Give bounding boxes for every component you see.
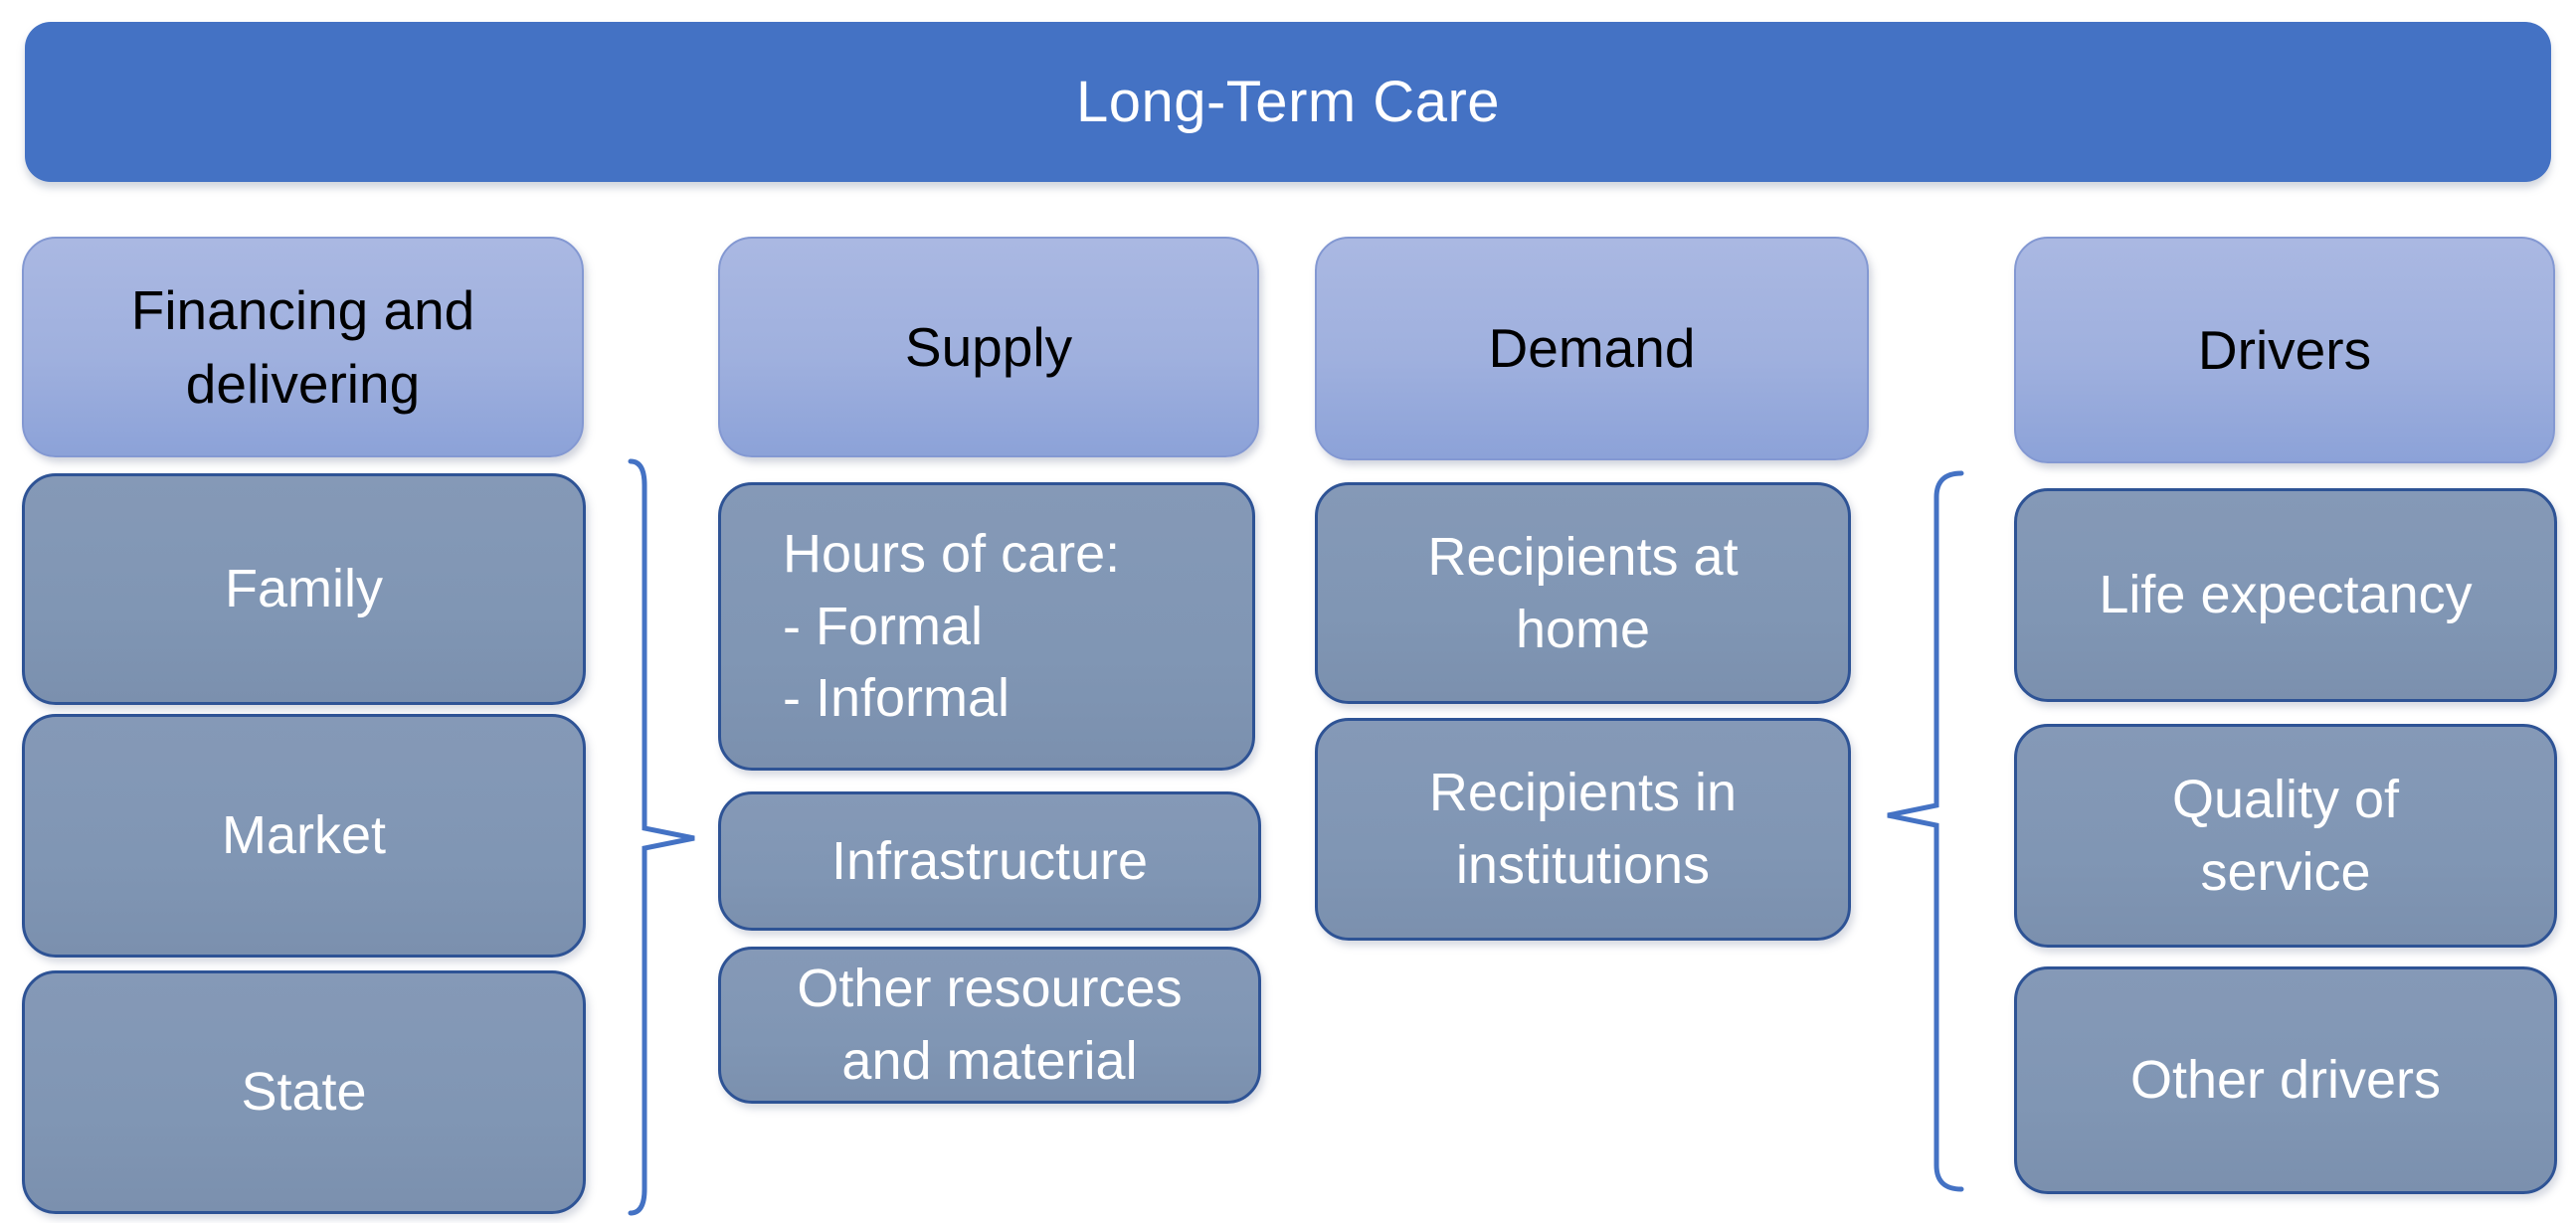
box-quality-of-service: Quality of service bbox=[2014, 724, 2557, 948]
header-label: Financing and bbox=[130, 278, 475, 341]
box-label: Other resources bbox=[797, 959, 1183, 1019]
brace-financing-to-supply bbox=[628, 458, 695, 1216]
box-label: and material bbox=[841, 1031, 1138, 1091]
box-family: Family bbox=[22, 473, 586, 705]
header-drivers: Drivers bbox=[2014, 237, 2555, 463]
box-label: Market bbox=[221, 805, 387, 866]
box-label: Life expectancy bbox=[2099, 565, 2473, 625]
header-demand: Demand bbox=[1315, 237, 1869, 460]
box-other-drivers: Other drivers bbox=[2014, 966, 2557, 1194]
box-infrastructure: Infrastructure bbox=[718, 791, 1261, 931]
box-hours-of-care: Hours of care: - Formal - Informal bbox=[718, 482, 1255, 771]
box-other-resources: Other resources and material bbox=[718, 947, 1261, 1104]
box-label: Quality of bbox=[2171, 769, 2400, 829]
brace-drivers-to-demand bbox=[1887, 470, 1964, 1192]
box-label: Family bbox=[225, 559, 383, 619]
header-label: Supply bbox=[904, 315, 1073, 378]
box-market: Market bbox=[22, 714, 586, 958]
title-banner: Long-Term Care bbox=[25, 22, 2551, 182]
box-label: Hours of care: bbox=[783, 523, 1121, 584]
box-recipients-in-institutions: Recipients in institutions bbox=[1315, 718, 1851, 941]
box-label: Recipients at bbox=[1427, 526, 1739, 587]
box-label: home bbox=[1515, 599, 1651, 659]
box-label: service bbox=[2200, 841, 2371, 902]
box-label: Infrastructure bbox=[830, 830, 1149, 891]
box-label: - Informal bbox=[783, 668, 1011, 729]
header-label: delivering bbox=[185, 353, 421, 415]
header-label: Demand bbox=[1488, 317, 1696, 380]
header-label: Drivers bbox=[2197, 318, 2372, 381]
box-state: State bbox=[22, 970, 586, 1214]
box-label: Other drivers bbox=[2129, 1050, 2442, 1111]
box-label: - Formal bbox=[783, 596, 983, 656]
box-recipients-at-home: Recipients at home bbox=[1315, 482, 1851, 704]
header-financing-and-delivering: Financing and delivering bbox=[22, 237, 584, 457]
box-label: State bbox=[241, 1062, 367, 1123]
box-life-expectancy: Life expectancy bbox=[2014, 488, 2557, 702]
diagram-title: Long-Term Care bbox=[1075, 70, 1501, 134]
box-label: Recipients in bbox=[1428, 763, 1738, 823]
header-supply: Supply bbox=[718, 237, 1259, 457]
box-label: institutions bbox=[1455, 835, 1711, 895]
